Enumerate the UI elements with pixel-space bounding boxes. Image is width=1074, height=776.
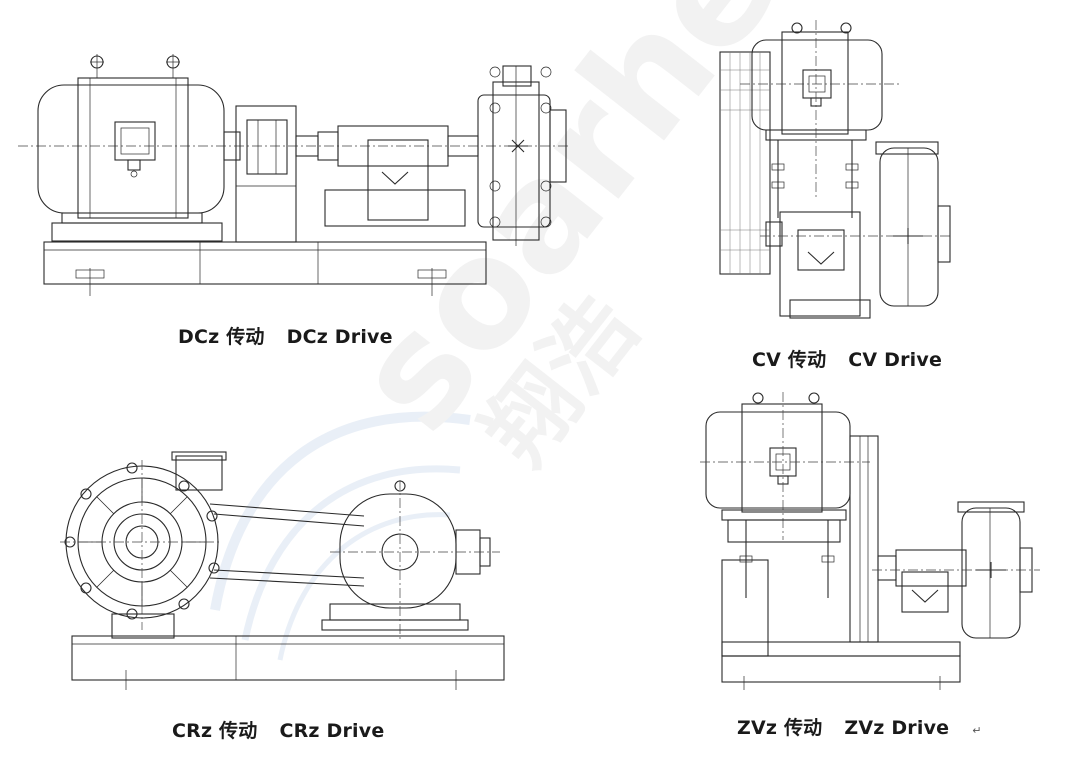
cv-drive-caption: CV 传动 CV Drive [752, 345, 942, 372]
dcz-drive-caption: DCz 传动 DCz Drive [178, 322, 393, 349]
zvz-caption-en: ZVz Drive [844, 717, 950, 739]
zvz-drive-caption: ZVz 传动 ZVz Drive ↵ [737, 713, 982, 740]
cv-drive-drawing [719, 20, 951, 319]
crz-caption-cn: CRz 传动 [172, 720, 258, 742]
dcz-drive-drawing [18, 54, 568, 296]
zvz-drive-drawing [700, 392, 1040, 690]
crz-drive-drawing [60, 451, 505, 690]
dcz-caption-cn: DCz 传动 [178, 326, 265, 348]
crz-drive-caption: CRz 传动 CRz Drive [172, 716, 384, 743]
dcz-caption-en: DCz Drive [286, 326, 393, 348]
crz-caption-en: CRz Drive [279, 720, 385, 742]
paragraph-mark: ↵ [972, 724, 982, 737]
cv-caption-cn: CV 传动 [752, 349, 827, 371]
zvz-caption-cn: ZVz 传动 [737, 717, 823, 739]
cv-caption-en: CV Drive [848, 349, 943, 371]
